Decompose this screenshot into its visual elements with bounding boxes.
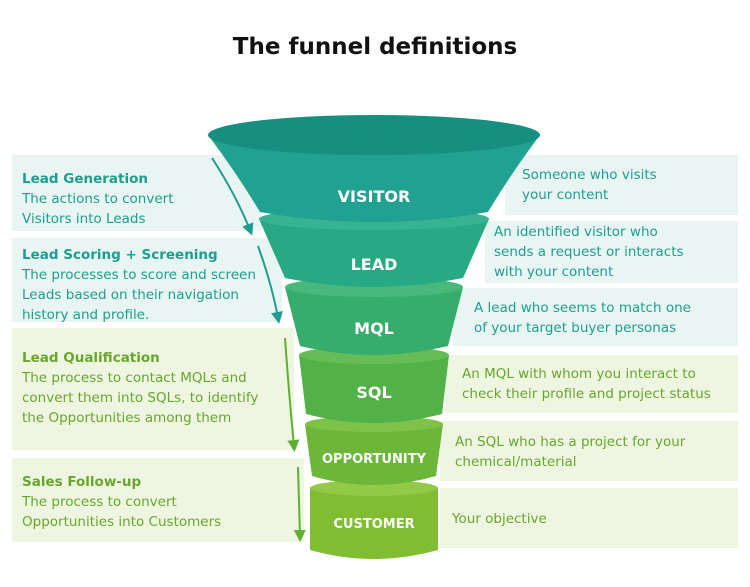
process-sales-follow-up: Sales Follow-up The process to convert O… — [22, 473, 252, 532]
definition-opportunity: An SQL who has a project for your chemic… — [455, 434, 686, 470]
stage-label-visitor: VISITOR — [338, 187, 411, 206]
panel-def-customer — [440, 488, 738, 548]
process-title: Sales Follow-up — [22, 474, 142, 490]
stage-label-lead: LEAD — [351, 255, 398, 274]
process-lead-scoring: Lead Scoring + Screening The processes t… — [22, 246, 260, 325]
arrow-lead-qualification — [284, 337, 300, 452]
process-lead-generation: Lead Generation The actions to convert V… — [22, 170, 222, 229]
panel-def-visitor — [505, 155, 738, 215]
process-description: The process to contact MQLs and convert … — [22, 370, 259, 426]
process-title: Lead Qualification — [22, 350, 160, 366]
process-description: The actions to convert Visitors into Lea… — [22, 191, 174, 227]
diagram-title: The funnel definitions — [232, 34, 518, 60]
panel-def-mql — [453, 288, 738, 346]
stage-label-mql: MQL — [354, 319, 394, 338]
process-title: Lead Scoring + Screening — [22, 247, 218, 263]
definition-visitor: Someone who visits your content — [522, 167, 657, 203]
process-description: The processes to score and screen Leads … — [22, 267, 256, 323]
process-description: The process to convert Opportunities int… — [22, 494, 222, 530]
panel-def-sql — [445, 355, 738, 413]
definition-mql: A lead who seems to match one of your ta… — [474, 300, 691, 336]
stage-opportunity — [305, 416, 443, 485]
panel-sales-follow-up — [12, 458, 304, 542]
definition-sql: An MQL with whom you interact to check t… — [462, 366, 711, 402]
stage-visitor — [208, 115, 540, 222]
panel-lead-generation — [12, 155, 262, 231]
panel-def-opportunity — [440, 421, 738, 481]
panel-lead-qualification — [12, 328, 294, 450]
arrow-lead-generation — [211, 157, 254, 236]
stage-label-opportunity: OPPORTUNITY — [322, 452, 427, 467]
stage-label-sql: SQL — [356, 383, 391, 402]
process-lead-qualification: Lead Qualification The process to contac… — [22, 349, 272, 428]
arrow-lead-scoring — [257, 245, 283, 324]
panel-def-lead — [485, 221, 738, 283]
definition-customer: Your objective — [452, 511, 547, 527]
definition-lead: An identified visitor who sends a reques… — [494, 224, 684, 280]
arrow-sales-follow-up — [293, 466, 306, 542]
stage-label-customer: CUSTOMER — [333, 517, 414, 532]
process-title: Lead Generation — [22, 171, 148, 187]
panel-lead-scoring — [12, 238, 282, 322]
stage-mql — [285, 277, 463, 355]
stage-customer — [310, 480, 438, 559]
